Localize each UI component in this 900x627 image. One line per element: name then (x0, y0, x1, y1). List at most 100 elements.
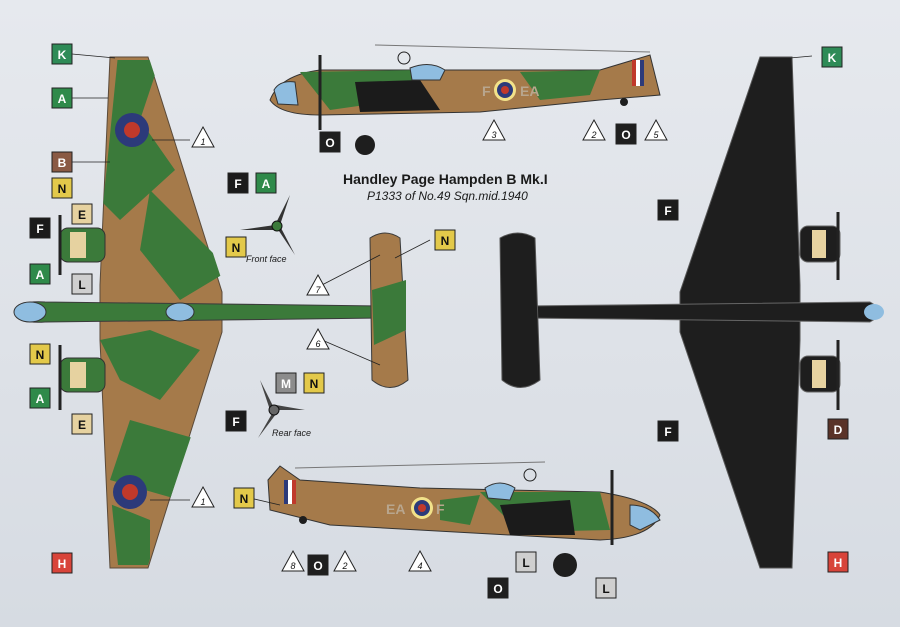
callout-number: 5 (653, 130, 659, 140)
badge-k-top-right: K (821, 46, 843, 68)
callout-triangle-5: 7 (306, 273, 330, 296)
badge-b-left: B (51, 151, 73, 173)
callout-number: 4 (417, 561, 422, 571)
badge-letter: F (664, 204, 671, 218)
callout-triangle-8: 8 (281, 549, 305, 572)
badge-l-left: L (71, 273, 93, 295)
badge-letter: N (58, 182, 67, 196)
badge-letter: O (325, 136, 334, 150)
callout-number: 2 (341, 561, 347, 571)
badge-l-bottom-1: L (515, 551, 537, 573)
underside-view-aircraft (499, 56, 884, 569)
sheet-title: Handley Page Hampden B Mk.I (343, 171, 548, 187)
badge-letter: H (834, 556, 843, 570)
badge-letter: B (58, 156, 67, 170)
front-propeller (240, 195, 295, 255)
decal-callouts: 1 3 2 5 7 6 1 8 2 4 (191, 118, 668, 572)
badge-letter: N (240, 492, 249, 506)
badge-a-left-2: A (29, 263, 51, 285)
callout-number: 7 (315, 285, 321, 295)
badge-letter: K (58, 48, 67, 62)
callout-triangle-10: 4 (408, 549, 432, 572)
leader-lines (71, 53, 813, 506)
badge-o-bottom-1: O (307, 554, 329, 576)
badge-letter: F (232, 415, 239, 429)
rear-propeller (258, 380, 305, 438)
badge-l-bottom-2: L (595, 577, 617, 599)
callout-triangle-3: 2 (582, 118, 606, 141)
badge-n-left-2: N (29, 343, 51, 365)
code-top: EA (520, 83, 539, 99)
badge-d-right: D (827, 418, 849, 440)
badge-n-tail: N (434, 229, 456, 251)
badge-letter: E (78, 418, 86, 432)
callout-number: 6 (315, 339, 320, 349)
badge-letter: E (78, 208, 86, 222)
badge-letter: N (36, 348, 45, 362)
top-view-fuselage (13, 301, 381, 323)
badge-m-rear: M (275, 372, 297, 394)
badge-k-top-left: K (51, 43, 73, 65)
code-bottom: EA (386, 501, 405, 517)
badge-o-top-2: O (615, 123, 637, 145)
callout-number: 3 (491, 130, 496, 140)
rear-face-label: Rear face (272, 428, 311, 438)
badge-a-top-left: A (51, 87, 73, 109)
badge-letter: L (602, 582, 609, 596)
badge-letter: L (522, 556, 529, 570)
badge-f-left: F (29, 217, 51, 239)
badge-n-front: N (225, 236, 247, 258)
code-top-prefix: F (482, 83, 491, 99)
badge-o-bottom-2: O (487, 577, 509, 599)
badge-letter: O (493, 582, 502, 596)
badge-f-front: F (227, 172, 249, 194)
underside-fuselage (519, 301, 880, 323)
badge-letter: L (78, 278, 85, 292)
side-view-bottom-aircraft: EA F (267, 461, 661, 577)
badge-letter: O (313, 559, 322, 573)
badge-letter: N (232, 241, 241, 255)
badge-letter: A (262, 177, 271, 191)
badge-f-right-1: F (657, 199, 679, 221)
badge-letter: O (621, 128, 630, 142)
badge-letter: F (36, 222, 43, 236)
badge-f-right-2: F (657, 420, 679, 442)
code-bottom-suffix: F (436, 501, 445, 517)
badge-e-left-2: E (71, 413, 93, 435)
callout-triangle-2: 3 (482, 118, 506, 141)
badge-letter: N (441, 234, 450, 248)
badge-letter: M (281, 377, 291, 391)
callout-triangle-1: 1 (191, 125, 215, 148)
badge-h-left: H (51, 552, 73, 574)
badge-letter: A (36, 268, 45, 282)
badge-e-left-1: E (71, 203, 93, 225)
badge-n-bottom: N (233, 487, 255, 509)
callout-number: 2 (590, 130, 596, 140)
badge-letter: D (834, 423, 843, 437)
badge-letter: A (36, 392, 45, 406)
side-view-top-aircraft: F EA (269, 44, 661, 155)
badge-letter: A (58, 92, 67, 106)
badge-h-right: H (827, 551, 849, 573)
badge-letter: K (828, 51, 837, 65)
callout-triangle-9: 2 (333, 549, 357, 572)
callout-triangle-4: 5 (644, 118, 668, 141)
sheet-subtitle: P1333 of No.49 Sqn.mid.1940 (367, 189, 528, 203)
badge-n-rear: N (303, 372, 325, 394)
underside-tailplane (499, 232, 541, 388)
badge-a-left-3: A (29, 387, 51, 409)
badge-letter: N (310, 377, 319, 391)
callout-number: 8 (290, 561, 295, 571)
badge-letter: F (234, 177, 241, 191)
callout-number: 1 (200, 497, 205, 507)
badge-a-front: A (255, 172, 277, 194)
callout-triangle-7: 1 (191, 485, 215, 508)
top-view-aircraft (13, 56, 409, 569)
callout-number: 1 (200, 137, 205, 147)
callout-triangle-6: 6 (306, 327, 330, 350)
front-face-label: Front face (246, 254, 287, 264)
badge-letter: H (58, 557, 67, 571)
badge-f-rear: F (225, 410, 247, 432)
